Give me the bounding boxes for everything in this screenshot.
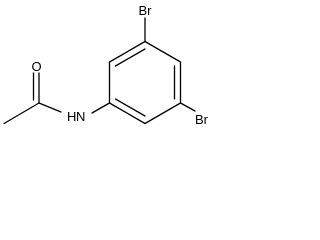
structure-diagram: O H N Br Br (0, 0, 224, 148)
bromine-bottom-label: Br (195, 112, 209, 127)
ring-n-bond (91, 102, 111, 114)
molecule-drawing: O H N Br Br (3, 3, 209, 127)
ring-double-bond-1 (114, 48, 146, 67)
ring-double-bond-3 (114, 98, 146, 117)
ring-bond-6 (108, 102, 146, 125)
ring-bond-5 (144, 102, 182, 125)
ring-bond-3 (144, 40, 182, 63)
n-carbonyl-bond (38, 102, 62, 113)
c-br-bond-bottom (179, 102, 196, 112)
nh-hydrogen-label: H (67, 109, 76, 124)
benzene-ring (108, 40, 182, 125)
methyl-bond (3, 102, 40, 125)
oxygen-label: O (31, 59, 41, 74)
nh-nitrogen-label: N (76, 109, 85, 124)
ring-bond-2 (108, 40, 146, 63)
bromine-top-label: Br (139, 3, 153, 18)
